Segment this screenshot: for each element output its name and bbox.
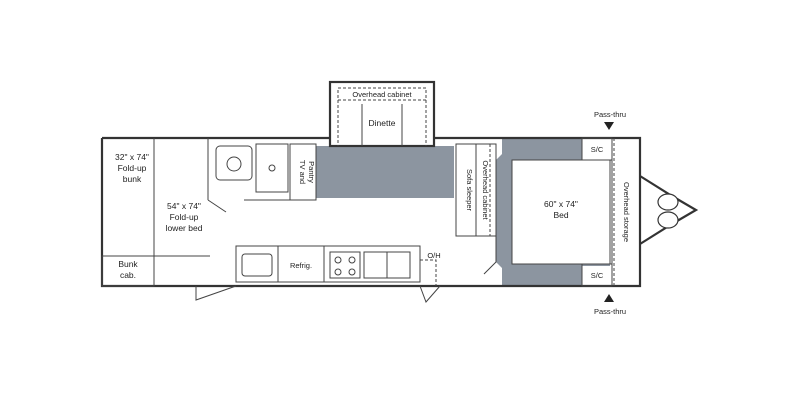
propane-tank xyxy=(657,193,679,211)
rear-door-swing xyxy=(419,285,441,303)
sc-top-label: S/C xyxy=(591,145,604,154)
overhead-cabinet-side-label: Overhead cabinet xyxy=(481,160,490,220)
stove xyxy=(329,251,361,279)
tv-pantry-box xyxy=(289,143,317,201)
passthru-bottom-label: Pass-thru xyxy=(594,307,626,316)
sc-bottom-label: S/C xyxy=(591,271,604,280)
bunk-upper-label-2: Fold-up xyxy=(118,163,147,173)
overhead-storage-label: Overhead storage xyxy=(622,182,631,242)
hitch xyxy=(639,175,699,245)
passthru-top-arrow xyxy=(604,122,614,130)
refrig-label: Refrig. xyxy=(290,261,312,270)
bath-sink xyxy=(241,253,273,277)
propane-tank xyxy=(657,211,679,229)
slideout-wall xyxy=(328,80,436,148)
entry-door-swing xyxy=(195,285,237,301)
kitchen-counter xyxy=(235,245,421,283)
bunk-cab-label-1: Bunk xyxy=(118,259,138,269)
dinette-label: Dinette xyxy=(369,118,396,128)
bunk-lower-label-3: lower bed xyxy=(166,223,203,233)
tv-pantry-label-1: TV and xyxy=(298,160,307,184)
bed-label-1: 60" x 74" xyxy=(544,199,578,209)
bunk-cab-label-2: cab. xyxy=(120,270,136,280)
passthru-top-label: Pass-thru xyxy=(594,110,626,119)
shower xyxy=(255,143,289,193)
bunk-cab-box xyxy=(101,255,155,287)
toilet xyxy=(215,145,253,181)
bunk-upper-label-1: 32" x 74" xyxy=(115,152,149,162)
exterior-wall xyxy=(100,136,642,288)
oh-label: O/H xyxy=(427,251,440,260)
tv-pantry-label-2: Pantry xyxy=(307,161,316,183)
bunk-lower-label-1: 54" x 74" xyxy=(167,201,201,211)
bunk-upper-label-3: bunk xyxy=(123,174,142,184)
overhead-cabinet-slide-label: Overhead cabinet xyxy=(352,90,412,99)
bunk-lower-label-2: Fold-up xyxy=(170,212,199,222)
bed-label-2: Bed xyxy=(553,210,568,220)
sofa-sleeper-label: Sofa sleeper xyxy=(465,169,474,212)
bed xyxy=(511,159,611,265)
living-floor xyxy=(316,146,454,198)
passthru-bottom-arrow xyxy=(604,294,614,302)
